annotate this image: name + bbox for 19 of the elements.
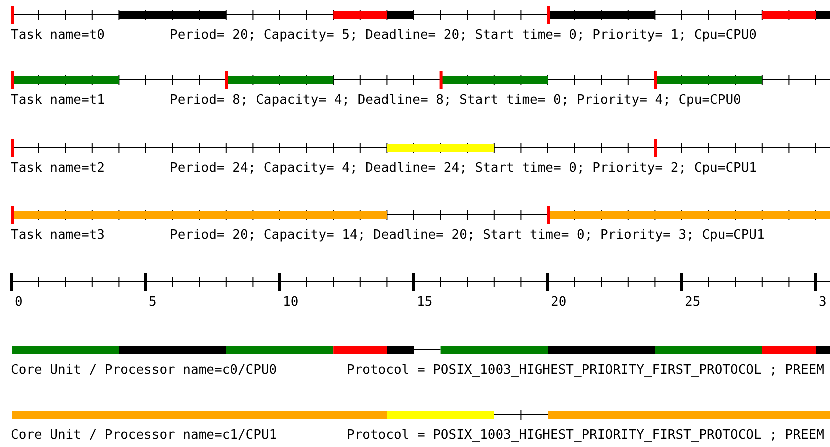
axis-tick-label: 20 [551,295,567,310]
axis-tick-label: 5 [149,295,157,310]
protocol-label: Protocol = POSIX_1003_HIGHEST_PRIORITY_FIRST_PROTOCOL ; PREEM [347,363,824,378]
axis-tick-label: 0 [15,295,23,310]
processor-name: Core Unit / Processor name=c1/CPU1 [11,428,278,443]
task-name: Task name=t2 [11,161,105,176]
task-parameters: Period= 20; Capacity= 5; Deadline= 20; Start time= 0; Priority= 1; Cpu=CPU0 [170,28,757,43]
task-name: Task name=t1 [11,93,105,108]
axis-tick-label: 3 [819,295,827,310]
task-parameters: Period= 24; Capacity= 4; Deadline= 24; Start time= 0; Priority= 2; Cpu=CPU1 [170,161,757,176]
axis-tick-label: 15 [417,295,433,310]
protocol-label: Protocol = POSIX_1003_HIGHEST_PRIORITY_FIRST_PROTOCOL ; PREEM [347,428,824,443]
task-parameters: Period= 8; Capacity= 4; Deadline= 8; Start time= 0; Priority= 4; Cpu=CPU0 [170,93,742,108]
task-name: Task name=t0 [11,28,105,43]
axis-tick-label: 25 [685,295,701,310]
task-parameters: Period= 20; Capacity= 14; Deadline= 20; Start time= 0; Priority= 3; Cpu=CPU1 [170,228,765,243]
processor-name: Core Unit / Processor name=c0/CPU0 [11,363,278,378]
task-name: Task name=t3 [11,228,105,243]
axis-tick-label: 10 [283,295,299,310]
